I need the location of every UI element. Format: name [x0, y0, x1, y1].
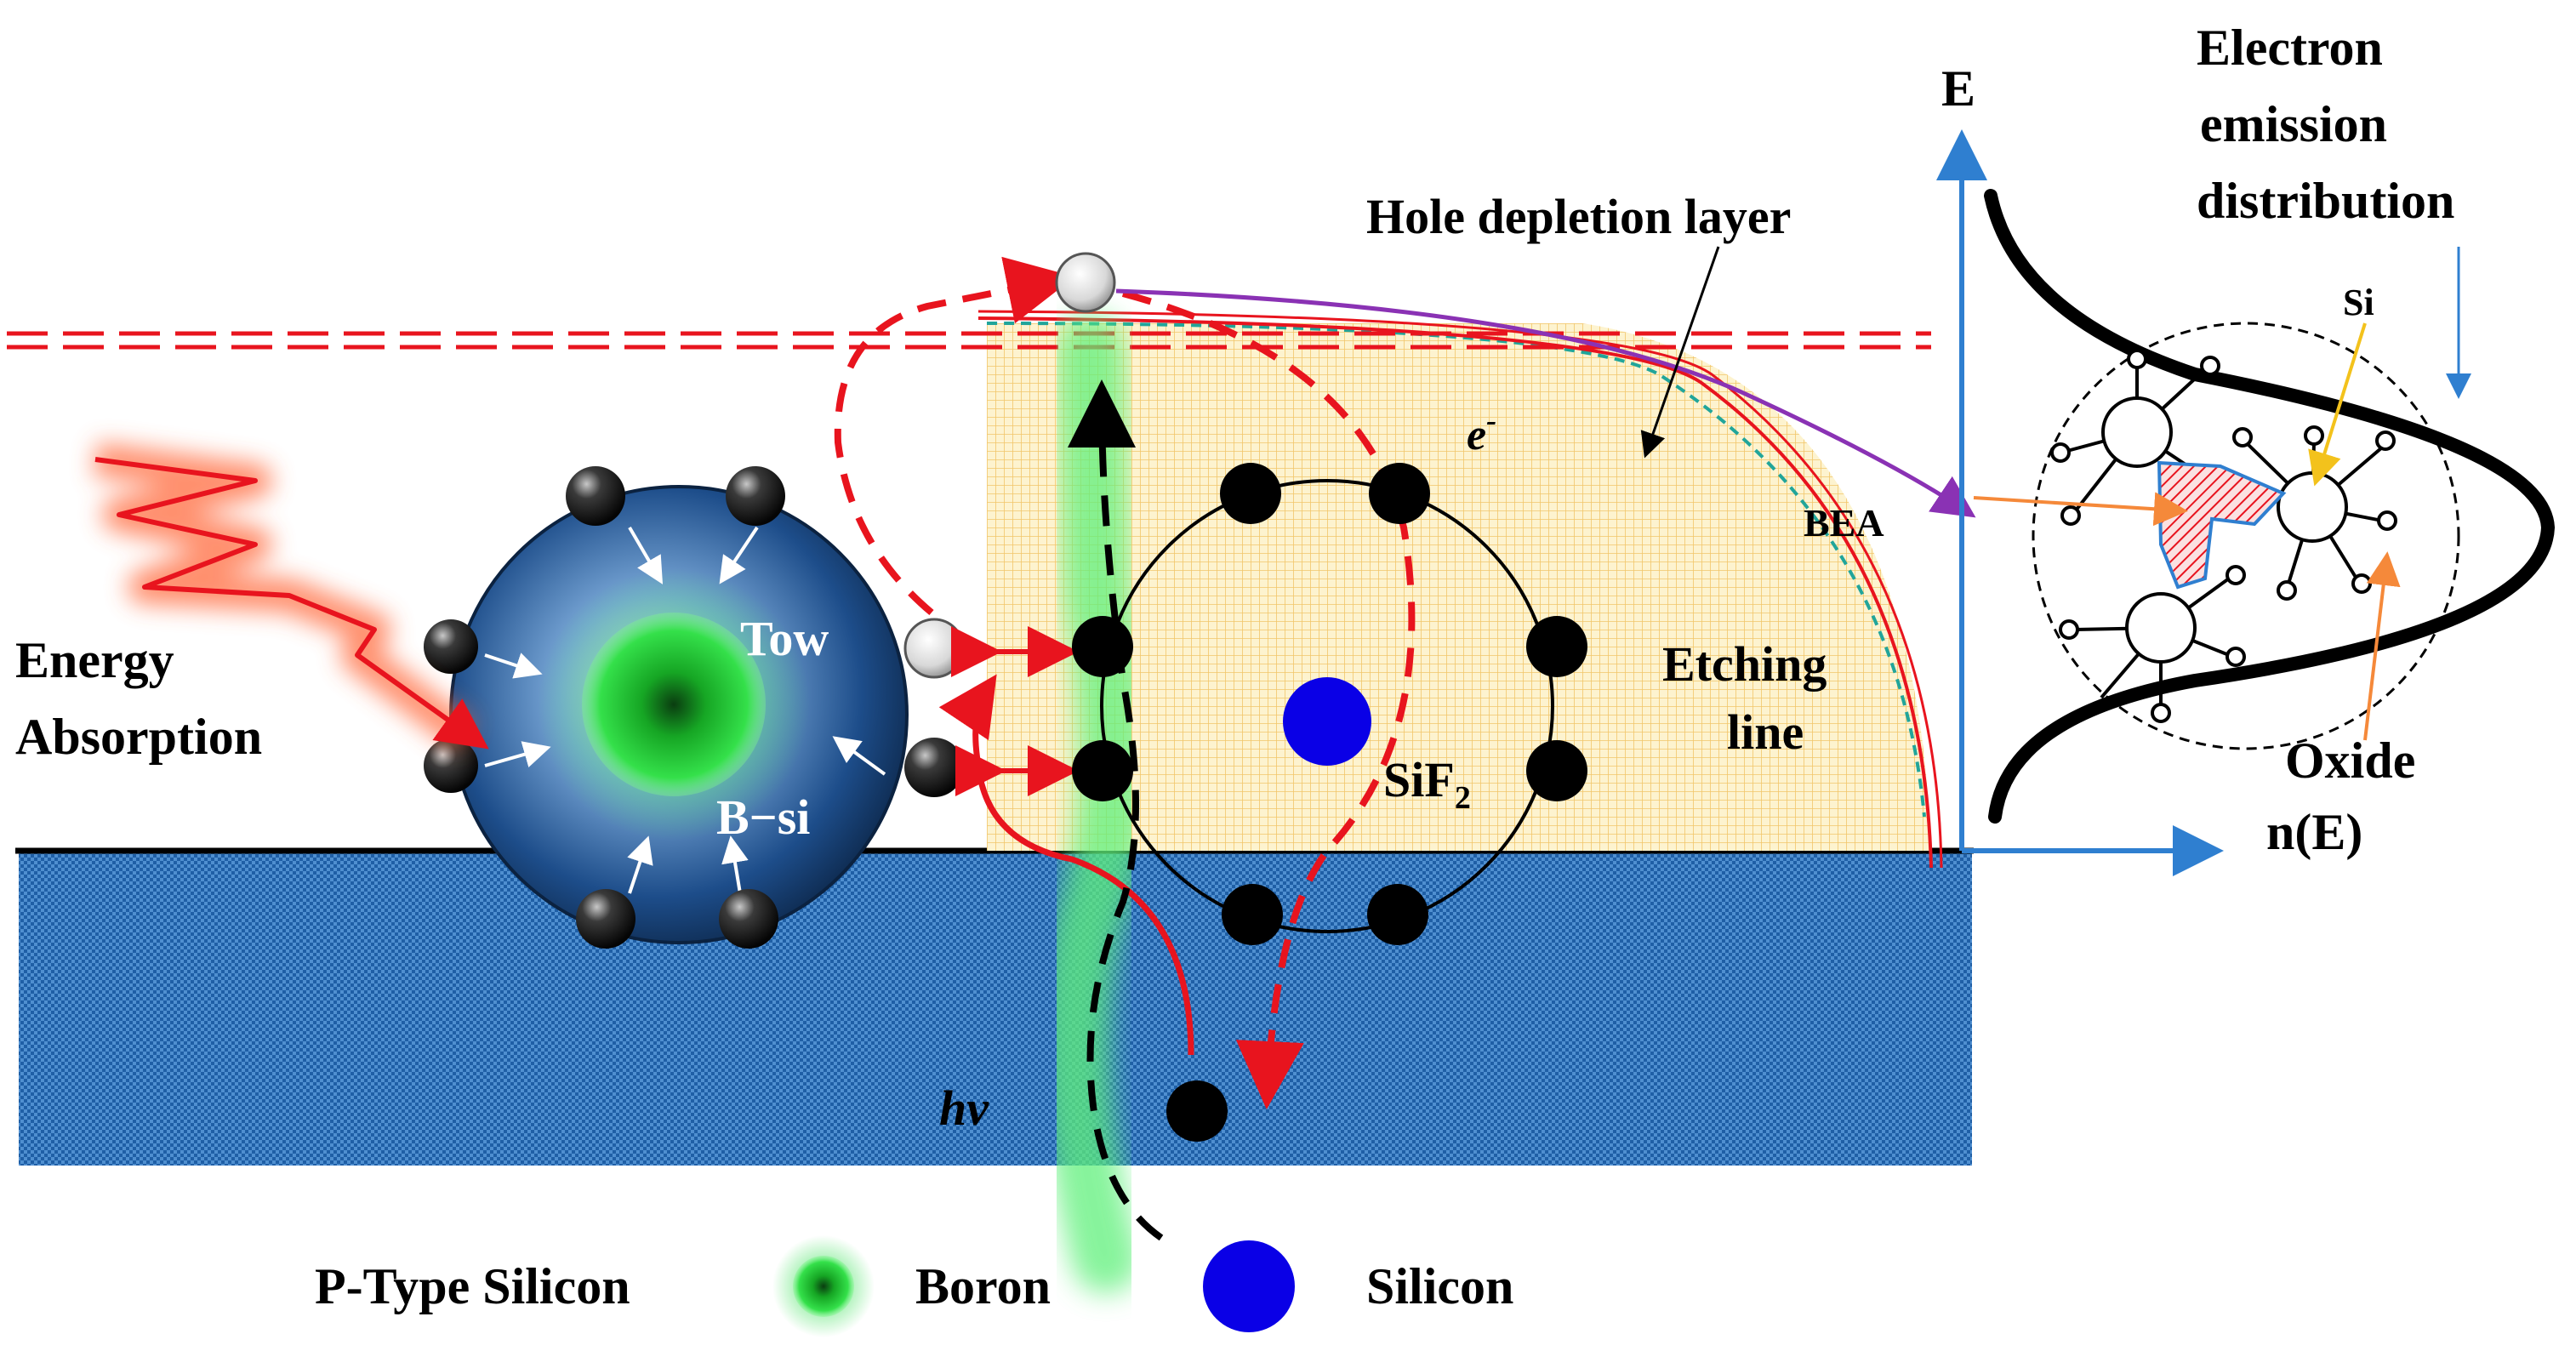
bea-transfer-arrow	[1115, 288, 1976, 518]
bea-pointer	[1973, 492, 2188, 527]
hole-depletion-pointer	[1640, 246, 1720, 459]
legend-p-type-label: P-Type Silicon	[315, 1258, 630, 1314]
density-axis-label: n(E)	[2266, 804, 2362, 860]
etching-line-label-2: line	[1727, 704, 1804, 760]
double-arrows	[951, 626, 1079, 796]
boron-silicon-particle	[449, 485, 909, 944]
hole-transfer-path	[834, 256, 1075, 616]
electron-balls-sphere	[424, 466, 964, 949]
inward-arrows	[484, 526, 886, 894]
hole-ball-top	[1055, 252, 1116, 313]
electron-ball-bottom	[1166, 1080, 1228, 1142]
boron-legend-core	[793, 1256, 854, 1317]
oxide-label: Oxide	[2285, 733, 2415, 789]
etching-line-red-outer	[977, 310, 1943, 869]
etching-boundary-teal	[986, 322, 1926, 818]
silicon-atom	[1283, 677, 1371, 766]
silicon-dot-icon	[1203, 1240, 1295, 1332]
hole-depletion-label: Hole depletion layer	[1366, 189, 1791, 244]
emission-label-3: distribution	[2197, 173, 2454, 229]
boron-core	[582, 613, 766, 796]
tow-label: Tow	[740, 611, 829, 666]
photon-path	[1068, 379, 1164, 1241]
bea-label: BEA	[1804, 501, 1884, 544]
hole-depletion-layer	[987, 323, 1931, 851]
si-pointer	[2308, 322, 2367, 487]
sif2-ring	[1100, 479, 1554, 933]
legend: P-Type Silicon Boron Silicon	[315, 1235, 1513, 1337]
energy-absorption-label-2: Absorption	[15, 709, 262, 765]
si-label: Si	[2343, 282, 2374, 323]
oxide-cluster-circle	[2032, 322, 2460, 750]
bsi-label: B−si	[716, 790, 810, 845]
electron-label: e-	[1467, 403, 1496, 459]
recombination-path	[938, 674, 1194, 1056]
oxide-cluster	[2050, 349, 2397, 723]
etching-line-red	[977, 316, 1933, 869]
defect-region	[2157, 460, 2287, 590]
hole-ball	[903, 618, 965, 679]
electron-drop-path	[1121, 290, 1416, 1109]
p-type-substrate	[19, 851, 1972, 1166]
hv-label: hv	[939, 1080, 989, 1136]
etching-line-label-1: Etching	[1662, 636, 1827, 692]
legend-silicon-label: Silicon	[1366, 1258, 1513, 1314]
oxide-pointer	[2363, 551, 2401, 741]
sif2-electrons	[1072, 463, 1587, 945]
energy-wave-icon	[94, 457, 489, 750]
photon-glow-path	[1041, 315, 1147, 1293]
energy-absorption-label-1: Energy	[15, 632, 174, 688]
emission-label-2: emission	[2200, 96, 2387, 152]
energy-axis-label: E	[1941, 60, 1975, 117]
emission-label-1: Electron	[2197, 20, 2383, 76]
legend-boron-label: Boron	[915, 1258, 1051, 1314]
sif2-label: SiF2	[1383, 752, 1471, 816]
